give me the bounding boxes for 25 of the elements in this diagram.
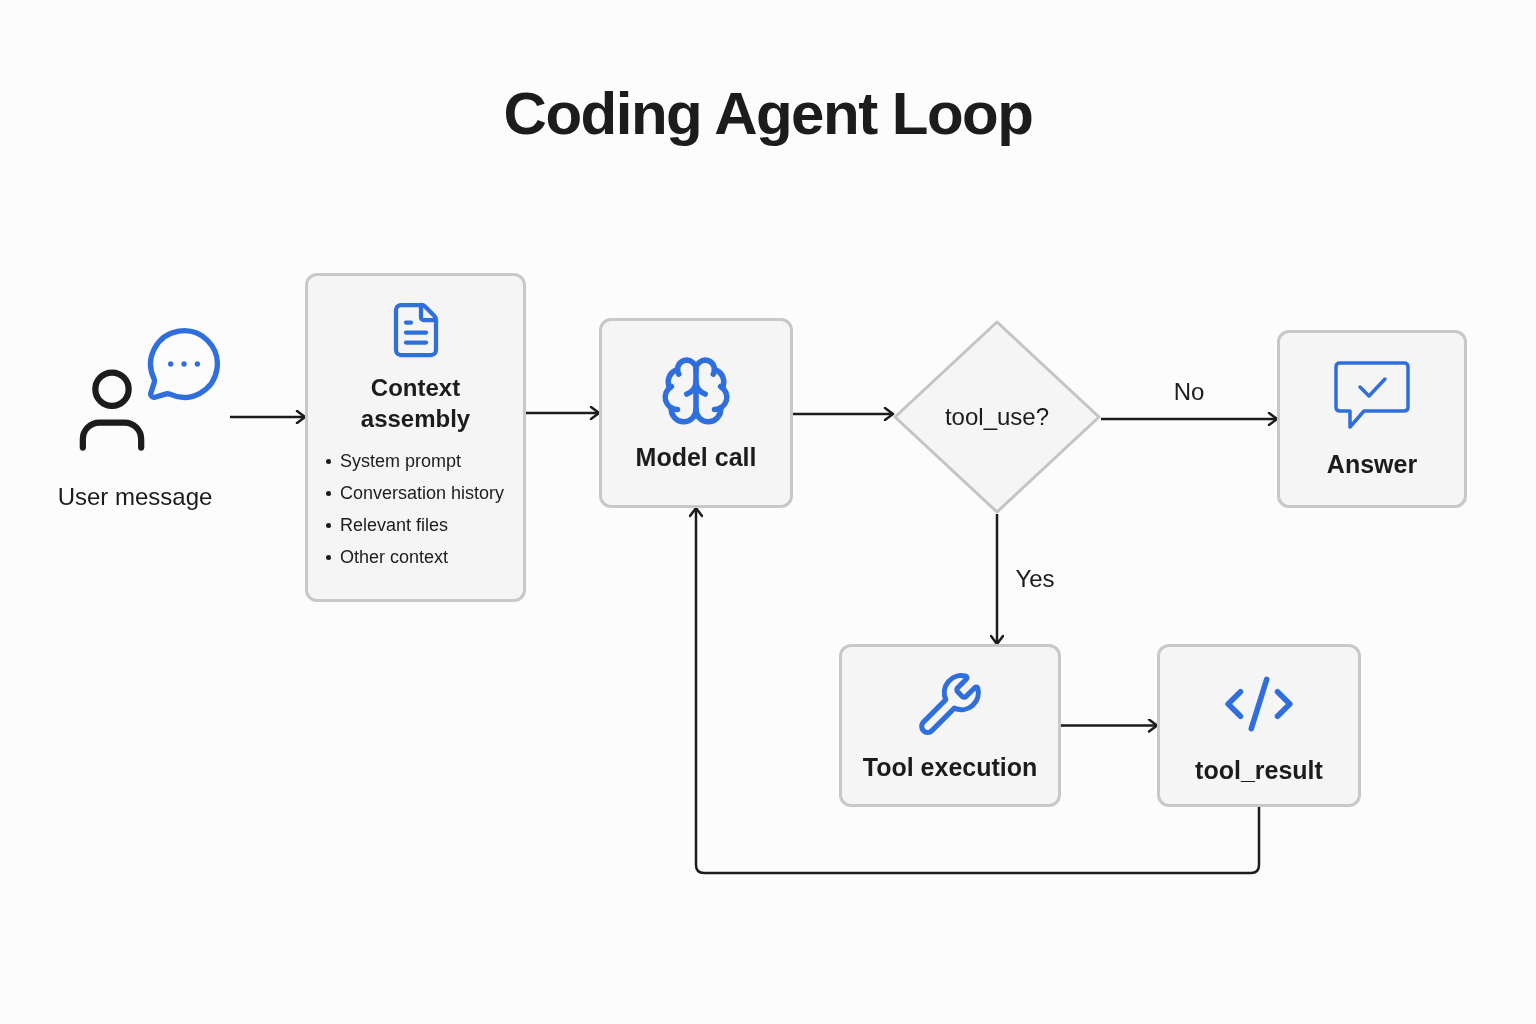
arrow	[526, 405, 601, 421]
arrow	[989, 514, 1005, 646]
node-label: Answer	[1326, 449, 1418, 479]
bullet-item: Relevant files	[340, 514, 449, 537]
arrow	[688, 506, 1261, 875]
process-box	[839, 644, 1061, 807]
bullet-item: System prompt	[340, 450, 462, 473]
arrow	[793, 406, 895, 422]
process-box	[305, 273, 526, 602]
process-box	[1157, 644, 1361, 807]
process-box	[1277, 330, 1467, 508]
node-label: Tool execution	[862, 751, 1038, 782]
node-label: tool_use?	[944, 402, 1050, 432]
bullet-item: Other context	[340, 546, 449, 569]
bullet-item: Conversation history	[340, 482, 505, 505]
arrow	[1061, 718, 1159, 733]
node-label: User message	[57, 482, 213, 512]
diagram-title: Coding Agent Loop	[503, 79, 1033, 149]
decision-diamond	[893, 320, 1101, 514]
node-label: tool_result	[1195, 754, 1323, 785]
node-label: Model call	[635, 442, 757, 472]
node-title: Context assembly	[359, 373, 472, 434]
arrow	[1101, 411, 1279, 427]
arrow	[230, 409, 307, 425]
process-box	[599, 318, 793, 508]
